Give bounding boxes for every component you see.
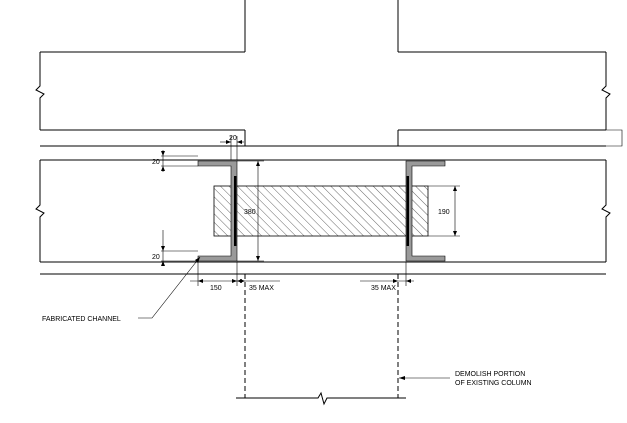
hatched-beam-section [213, 185, 429, 237]
flange-top-label: 20 [152, 159, 160, 166]
dim-flange-bottom: 20 [152, 230, 198, 266]
channel-depth-label: 380 [244, 209, 256, 216]
lower-column-demolish [236, 274, 406, 406]
column-outline-dashed [237, 145, 406, 263]
leader-fabricated-channel: FABRICATED CHANNEL [42, 256, 201, 323]
left-channel [197, 160, 238, 262]
dim-channel-depth: 380 [237, 160, 264, 262]
dim-horizontal-bottom: 150 35 MAX 35 MAX [190, 262, 414, 292]
demolish-label-line2: OF EXISTING COLUMN [455, 380, 532, 387]
upper-column [244, 0, 399, 52]
beam [35, 145, 611, 275]
dim-beam-depth: 190 [428, 185, 460, 237]
plate-thickness-label: 20 [229, 135, 237, 142]
flange-bottom-label: 20 [152, 254, 160, 261]
flange-width-label: 150 [210, 285, 222, 292]
gap-right-label: 35 MAX [371, 285, 396, 292]
dim-plate-thickness: 20 [220, 135, 244, 160]
dim-flange-top: 20 [152, 150, 198, 172]
right-channel [405, 160, 446, 262]
demolish-label-line1: DEMOLISH PORTION [455, 371, 525, 378]
upper-slab [35, 51, 623, 147]
fabricated-channel-label: FABRICATED CHANNEL [42, 316, 121, 323]
gap-left-label: 35 MAX [249, 285, 274, 292]
leader-demolish: DEMOLISH PORTION OF EXISTING COLUMN [399, 371, 532, 387]
beam-depth-label: 190 [438, 209, 450, 216]
